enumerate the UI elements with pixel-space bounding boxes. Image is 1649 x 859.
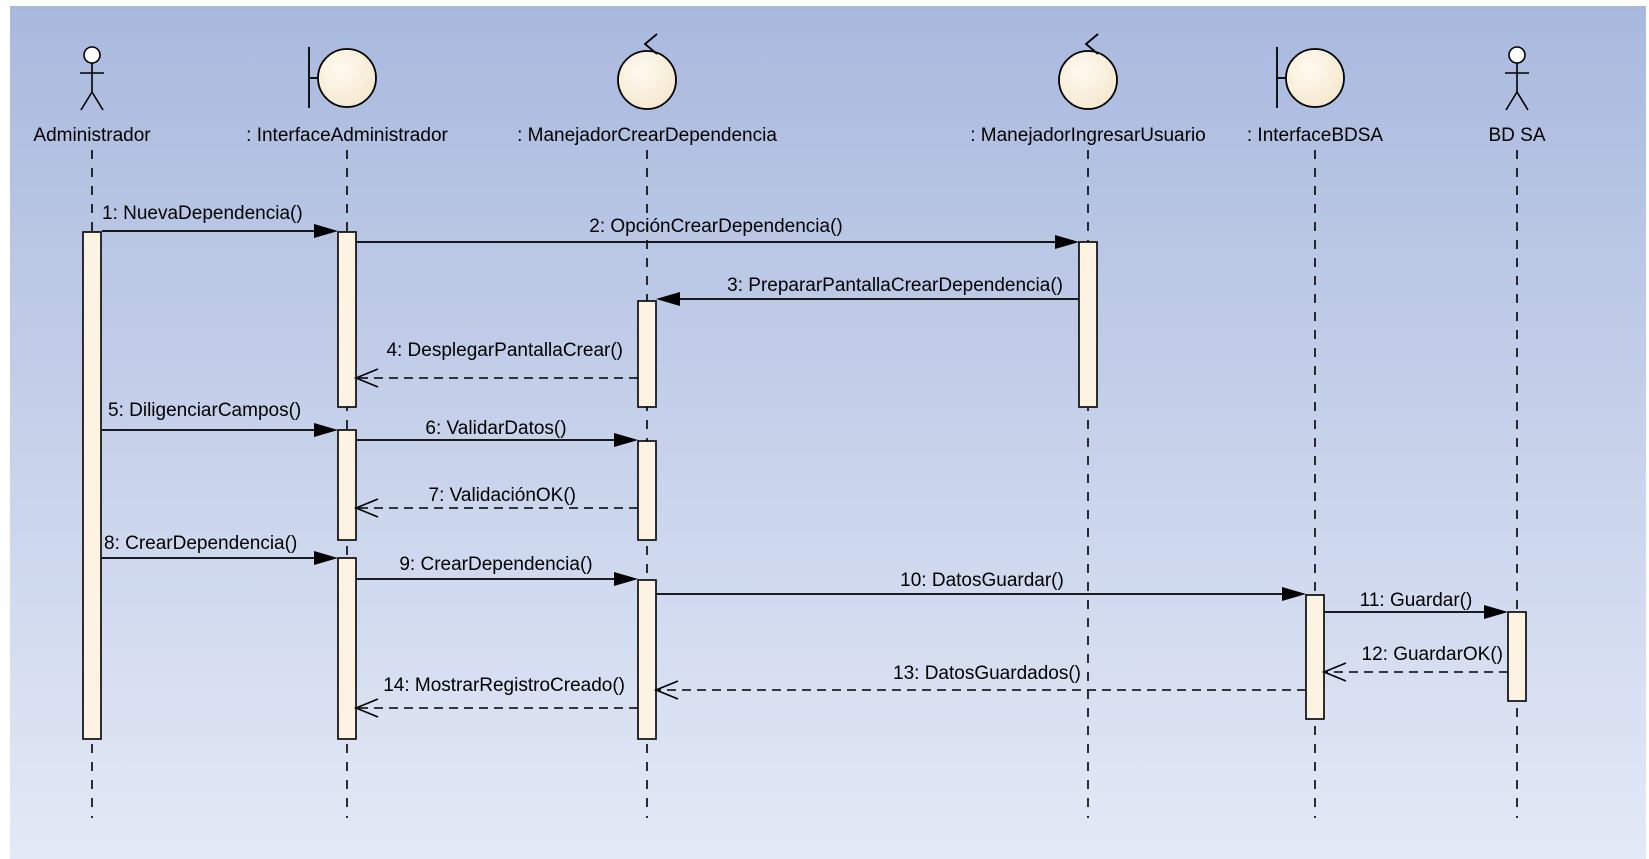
message-label: 7: ValidaciónOK()	[429, 485, 577, 506]
message-m9[interactable]: 9: CrearDependencia()	[356, 554, 638, 586]
participant-name: : InterfaceAdministrador	[246, 125, 448, 146]
arrowhead-open-icon	[353, 498, 379, 518]
participant-iadmin[interactable]: : InterfaceAdministrador	[246, 47, 449, 146]
actor-icon	[80, 46, 104, 111]
participant-admin[interactable]: Administrador	[33, 46, 151, 146]
activation-bar-iadmin	[337, 557, 357, 740]
message-label: 10: DatosGuardar()	[900, 570, 1064, 591]
message-label: 14: MostrarRegistroCreado()	[383, 675, 625, 696]
participant-name: : ManejadorIngresarUsuario	[970, 125, 1206, 146]
participant-ibd[interactable]: : InterfaceBDSA	[1247, 47, 1384, 146]
message-label: 12: GuardarOK()	[1362, 644, 1504, 665]
participant-name: : ManejadorCrearDependencia	[517, 125, 777, 146]
diagram-background	[10, 6, 1646, 859]
arrowhead-open-icon	[353, 368, 379, 388]
activation-bar-iadmin	[337, 231, 357, 408]
participant-bdsa[interactable]: BD SA	[1488, 46, 1546, 146]
message-m14[interactable]: 14: MostrarRegistroCreado()	[353, 675, 638, 718]
participant-name: Administrador	[33, 125, 151, 146]
arrowhead-filled-icon	[314, 224, 338, 238]
message-m10[interactable]: 10: DatosGuardar()	[656, 570, 1306, 601]
message-m3[interactable]: 3: PrepararPantallaCrearDependencia()	[656, 275, 1079, 306]
participant-name: : InterfaceBDSA	[1247, 125, 1384, 146]
message-m6[interactable]: 6: ValidarDatos()	[356, 418, 638, 447]
activation-bar-mcd	[637, 300, 657, 408]
message-m5[interactable]: 5: DiligenciarCampos()	[102, 400, 338, 437]
message-m12[interactable]: 12: GuardarOK()	[1321, 644, 1508, 682]
message-m11[interactable]: 11: Guardar()	[1324, 590, 1508, 619]
actor-icon	[1505, 46, 1529, 111]
message-label: 9: CrearDependencia()	[399, 554, 592, 575]
message-m1[interactable]: 1: NuevaDependencia()	[102, 203, 338, 238]
message-label: 5: DiligenciarCampos()	[108, 400, 301, 421]
message-label: 11: Guardar()	[1360, 590, 1473, 611]
message-label: 2: OpciónCrearDependencia()	[589, 216, 842, 237]
control-icon	[1058, 33, 1118, 110]
arrowhead-filled-icon	[1282, 587, 1306, 601]
message-label: 6: ValidarDatos()	[425, 418, 566, 439]
activation-bar-mcd	[637, 440, 657, 541]
message-label: 13: DatosGuardados()	[893, 663, 1081, 684]
arrowhead-open-icon	[1321, 662, 1347, 682]
message-label: 3: PrepararPantallaCrearDependencia()	[727, 275, 1063, 296]
arrowhead-filled-icon	[614, 572, 638, 586]
activation-bar-iadmin	[337, 429, 357, 541]
boundary-icon	[1276, 47, 1345, 108]
activation-bar-mcd	[637, 579, 657, 740]
arrowhead-filled-icon	[314, 551, 338, 565]
participant-name: BD SA	[1488, 125, 1545, 146]
arrowhead-open-icon	[653, 680, 679, 700]
control-icon	[617, 33, 677, 110]
activation-bar-ibd	[1305, 594, 1325, 720]
activation-bar-admin	[82, 231, 102, 740]
boundary-icon	[308, 47, 377, 108]
message-label: 8: CrearDependencia()	[104, 533, 297, 554]
message-m13[interactable]: 13: DatosGuardados()	[653, 663, 1306, 700]
activation-bar-bdsa	[1507, 611, 1527, 702]
message-m4[interactable]: 4: DesplegarPantallaCrear()	[353, 340, 638, 388]
arrowhead-open-icon	[353, 698, 379, 718]
activation-bar-miu	[1078, 241, 1098, 408]
participant-miu[interactable]: : ManejadorIngresarUsuario	[970, 33, 1206, 146]
arrowhead-filled-icon	[314, 423, 338, 437]
message-m2[interactable]: 2: OpciónCrearDependencia()	[356, 216, 1079, 249]
arrowhead-filled-icon	[1484, 605, 1508, 619]
arrowhead-filled-icon	[614, 433, 638, 447]
message-label: 1: NuevaDependencia()	[102, 203, 303, 224]
arrowhead-filled-icon	[656, 292, 680, 306]
arrowhead-filled-icon	[1055, 235, 1079, 249]
message-m8[interactable]: 8: CrearDependencia()	[102, 533, 338, 565]
message-m7[interactable]: 7: ValidaciónOK()	[353, 485, 638, 518]
message-label: 4: DesplegarPantallaCrear()	[386, 340, 623, 361]
participant-mcd[interactable]: : ManejadorCrearDependencia	[517, 33, 777, 146]
